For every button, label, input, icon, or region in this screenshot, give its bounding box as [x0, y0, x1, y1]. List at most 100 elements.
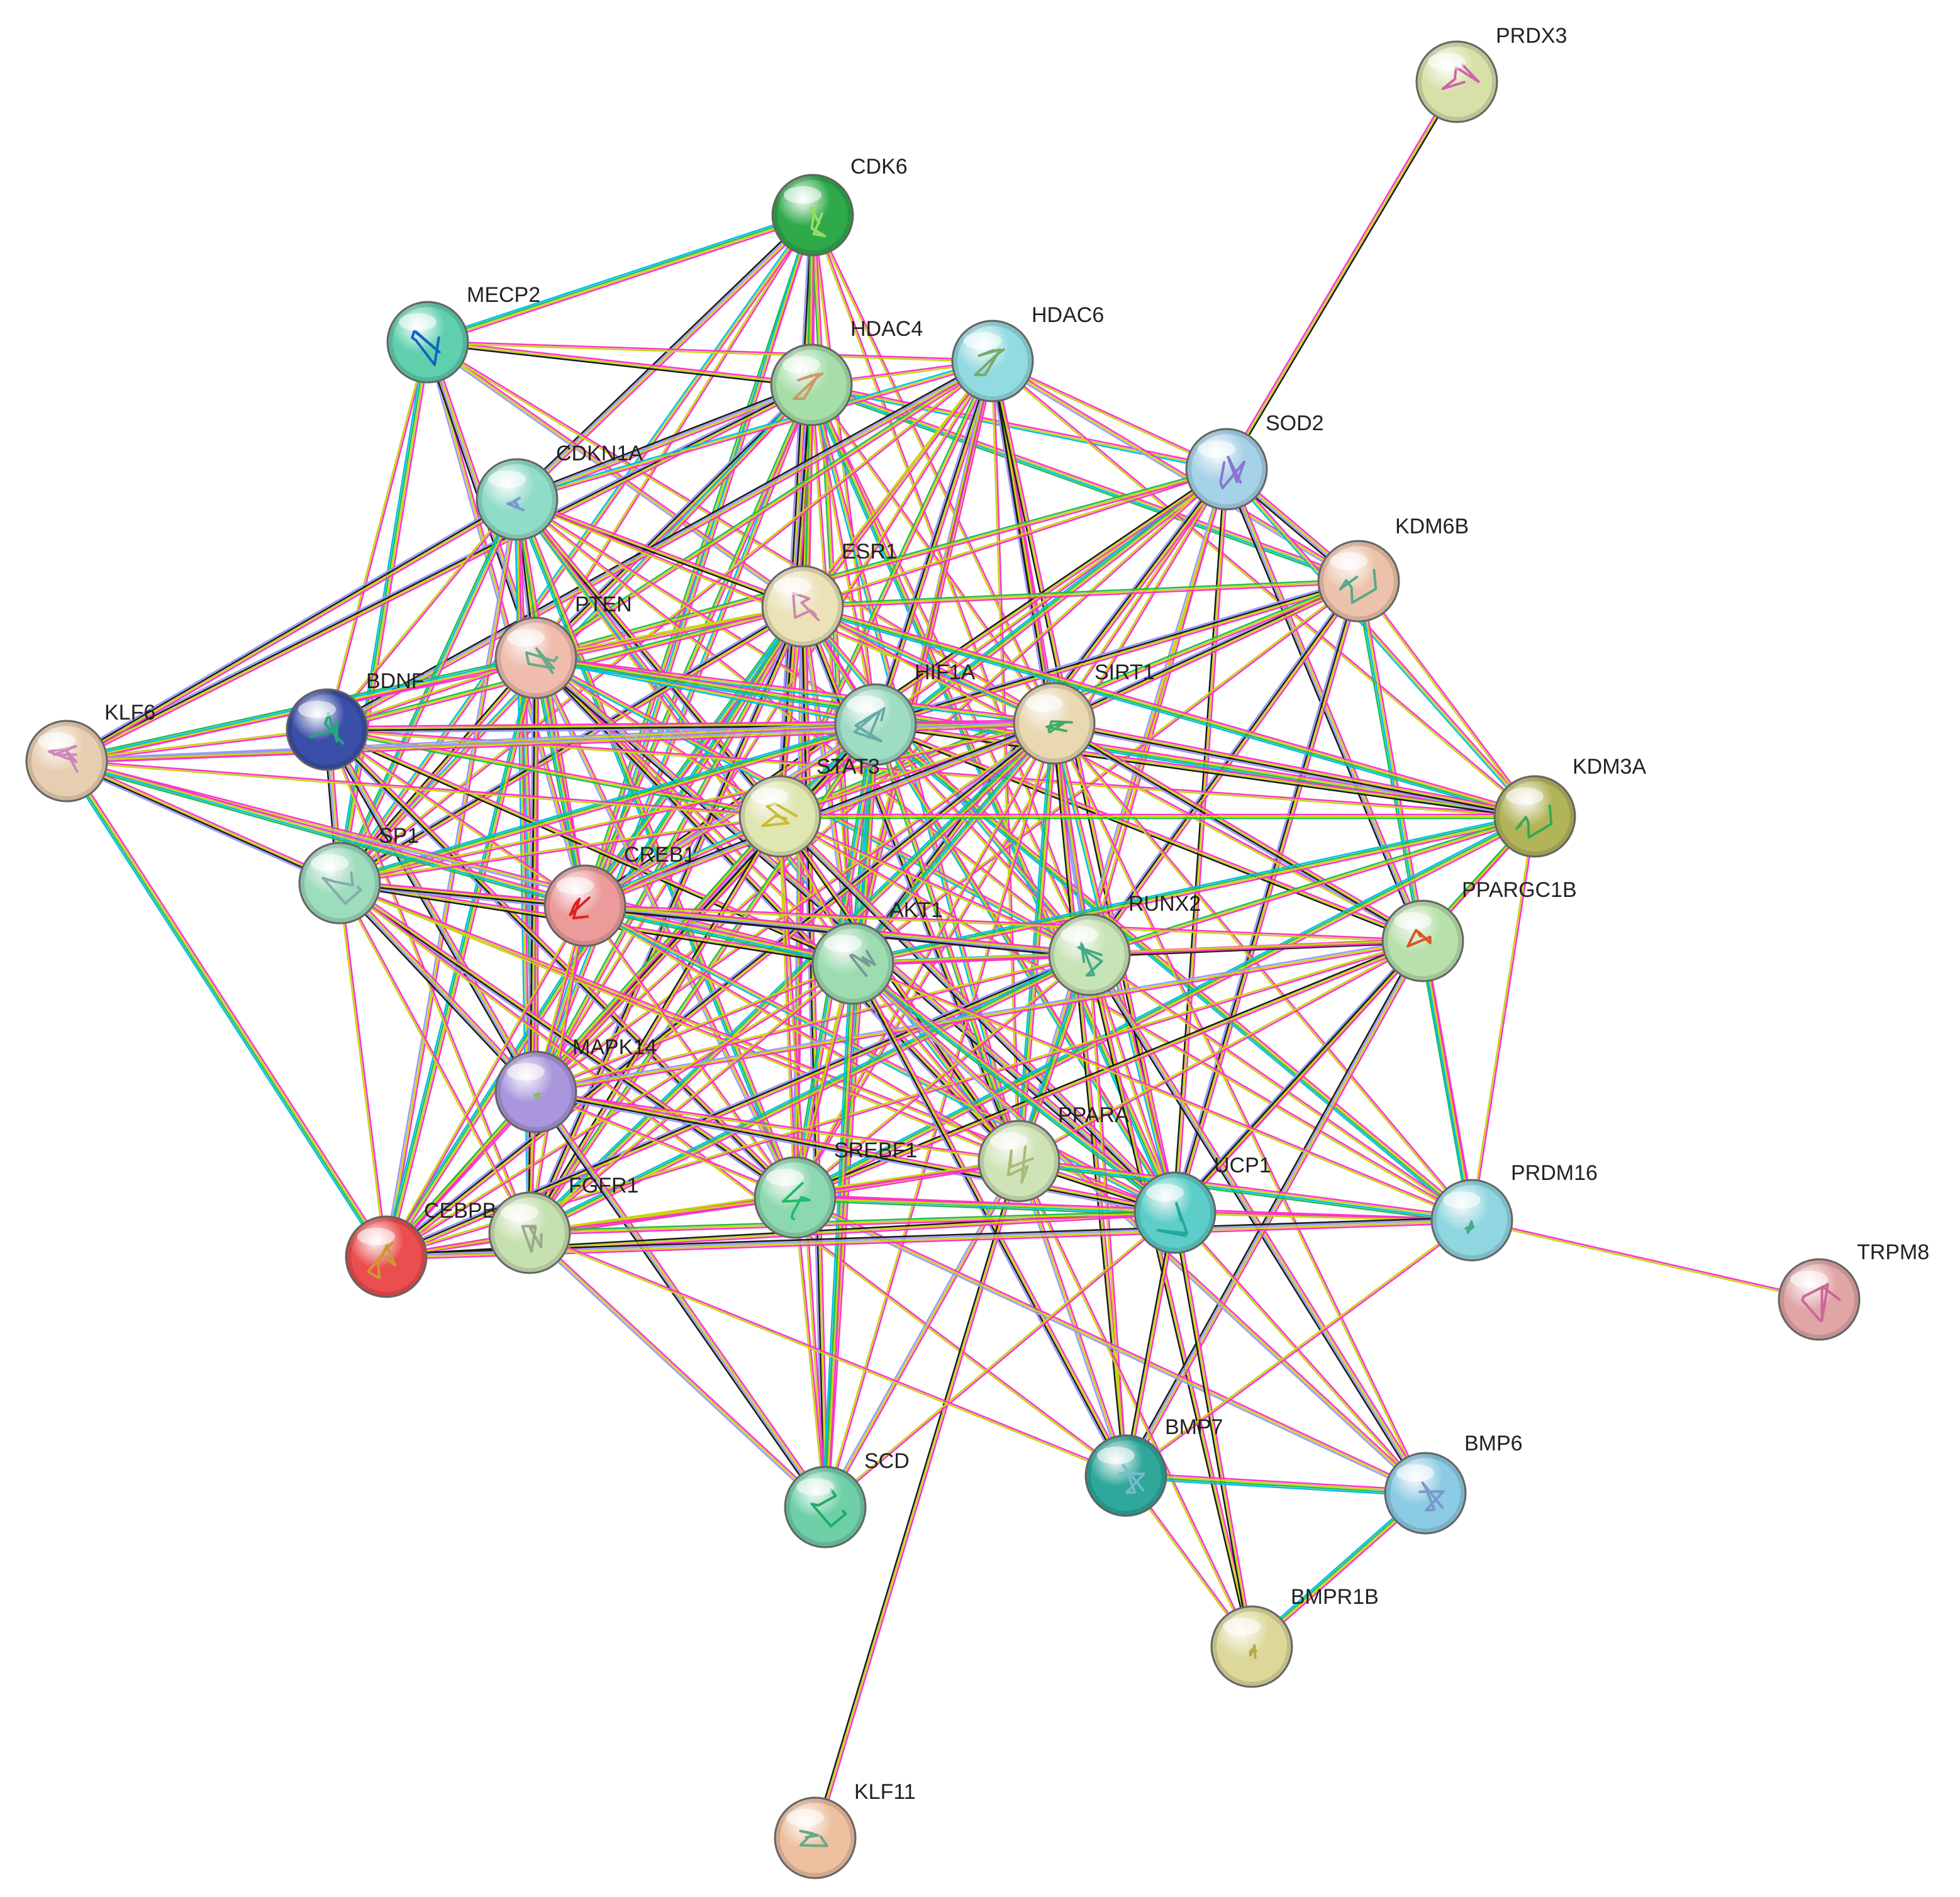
edge-strand: [1088, 954, 1473, 1222]
node-highlight: [357, 1228, 395, 1245]
edge-strand: [64, 762, 340, 887]
edge-strand: [1088, 813, 1535, 954]
edge-strand: [534, 466, 1227, 657]
edge-strand: [1053, 723, 1536, 818]
edge-SREBF1-SCD: [793, 1196, 827, 1508]
edge-strand: [795, 1196, 827, 1508]
edge-strand: [1015, 722, 1052, 1162]
edge-strand: [1174, 468, 1228, 1214]
node-stat3[interactable]: STAT3: [738, 755, 880, 858]
edge-strand: [1054, 722, 1427, 1494]
node-hdac6[interactable]: HDAC6: [951, 303, 1104, 403]
node-hdac4[interactable]: HDAC4: [770, 317, 923, 426]
node-bmp6[interactable]: BMP6: [1384, 1432, 1523, 1535]
edge-strand: [527, 815, 779, 1233]
edge-strand: [535, 470, 1228, 661]
node-mecp2[interactable]: MECP2: [386, 283, 540, 384]
node-kdm6b[interactable]: KDM6B: [1317, 515, 1469, 623]
edge-SIRT1-MAPK14: [534, 721, 1056, 1094]
node-label: PPARGC1B: [1462, 878, 1577, 902]
edge-strand: [801, 606, 1535, 818]
edge-strand: [535, 1090, 827, 1508]
node-bdnf[interactable]: BDNF: [286, 669, 425, 771]
edge-strand: [779, 816, 1090, 957]
node-highlight: [1428, 53, 1466, 70]
node-label: PTEN: [575, 592, 632, 616]
protein-structure-icon: [533, 1092, 542, 1100]
node-cebpb[interactable]: CEBPB: [345, 1199, 496, 1298]
node-label: CREB1: [624, 843, 695, 867]
node-ucp1[interactable]: UCP1: [1133, 1154, 1271, 1254]
node-ppara[interactable]: PPARA: [977, 1103, 1129, 1203]
edge-strand: [324, 730, 794, 1201]
edge-SP1-CEBPB: [338, 882, 388, 1258]
edge-PRDM16-TRPM8: [1471, 1218, 1820, 1301]
protein-structure-icon: [1464, 1220, 1475, 1234]
edge-strand: [1054, 720, 1537, 815]
node-sp1[interactable]: SP1: [298, 824, 419, 925]
protein-structure-icon: [1006, 1145, 1034, 1184]
node-cdk6[interactable]: CDK6: [771, 155, 908, 257]
node-bmpr1b[interactable]: BMPR1B: [1210, 1585, 1379, 1688]
node-trpm8[interactable]: TRPM8: [1778, 1240, 1929, 1341]
node-prdx3[interactable]: PRDX3: [1415, 24, 1567, 123]
node-fgfr1[interactable]: FGFR1: [488, 1174, 638, 1274]
node-akt1[interactable]: AKT1: [811, 898, 943, 1005]
edge-strand: [535, 1090, 796, 1198]
node-rim: [496, 618, 576, 698]
node-srebf1[interactable]: SREBF1: [754, 1138, 917, 1239]
node-sod2[interactable]: SOD2: [1185, 411, 1324, 511]
node-label: SCD: [864, 1449, 910, 1473]
protein-structure-icon: [1156, 1202, 1189, 1237]
edge-strand: [1051, 722, 1125, 1477]
edge-strand: [65, 728, 328, 761]
node-sirt1[interactable]: SIRT1: [1013, 660, 1155, 765]
node-pten[interactable]: PTEN: [494, 592, 632, 699]
node-hif1a[interactable]: HIF1A: [834, 660, 976, 766]
node-kdm3a[interactable]: KDM3A: [1493, 755, 1646, 858]
edge-CREB1-PPARA: [583, 904, 1021, 1163]
node-bmp7[interactable]: BMP7: [1084, 1415, 1223, 1517]
node-highlight: [964, 332, 1001, 350]
edge-strand: [802, 469, 1228, 608]
edge-strand: [794, 1196, 1427, 1494]
node-label: TRPM8: [1857, 1240, 1929, 1264]
edge-strand: [794, 1194, 1427, 1493]
node-cdkn1a[interactable]: CDKN1A: [476, 442, 643, 541]
edge-strand: [66, 759, 388, 1257]
node-ppargc1b[interactable]: PPARGC1B: [1381, 878, 1577, 982]
edge-strand: [516, 360, 994, 501]
node-label: KLF6: [104, 701, 155, 725]
edge-strand: [325, 729, 796, 1199]
node-highlight: [311, 854, 348, 872]
edge-strand: [327, 342, 430, 731]
node-rim: [740, 776, 820, 857]
node-esr1[interactable]: ESR1: [761, 540, 898, 648]
edge-strand: [337, 884, 535, 1095]
node-rim: [1014, 683, 1094, 764]
edge-strand: [514, 212, 812, 499]
node-runx2[interactable]: RUNX2: [1048, 892, 1201, 996]
edge-RUNX2-MAPK14: [535, 953, 1091, 1094]
edge-strand: [1422, 940, 1473, 1221]
node-creb1[interactable]: CREB1: [543, 843, 695, 947]
node-mapk14[interactable]: MAPK14: [494, 1035, 657, 1133]
edge-ESR1-KDM3A: [801, 603, 1537, 820]
edge-PTEN-CREB1: [532, 656, 589, 908]
node-scd[interactable]: SCD: [784, 1449, 910, 1549]
edge-strand: [66, 499, 519, 763]
edge-MECP2-CREB1: [425, 340, 588, 908]
edge-strand: [852, 723, 1056, 965]
edge-strand: [528, 657, 536, 1234]
node-prdm16[interactable]: PRDM16: [1430, 1161, 1598, 1262]
node-label: UCP1: [1214, 1154, 1271, 1177]
edge-strand: [1054, 581, 1360, 725]
node-klf11[interactable]: KLF11: [774, 1780, 916, 1879]
node-rim: [1779, 1259, 1859, 1340]
node-klf6[interactable]: KLF6: [25, 701, 155, 803]
edge-SIRT1-SP1: [338, 721, 1055, 885]
edge-strand: [794, 1198, 1473, 1222]
edge-strand: [340, 879, 798, 1196]
edge-strand: [852, 939, 1424, 964]
